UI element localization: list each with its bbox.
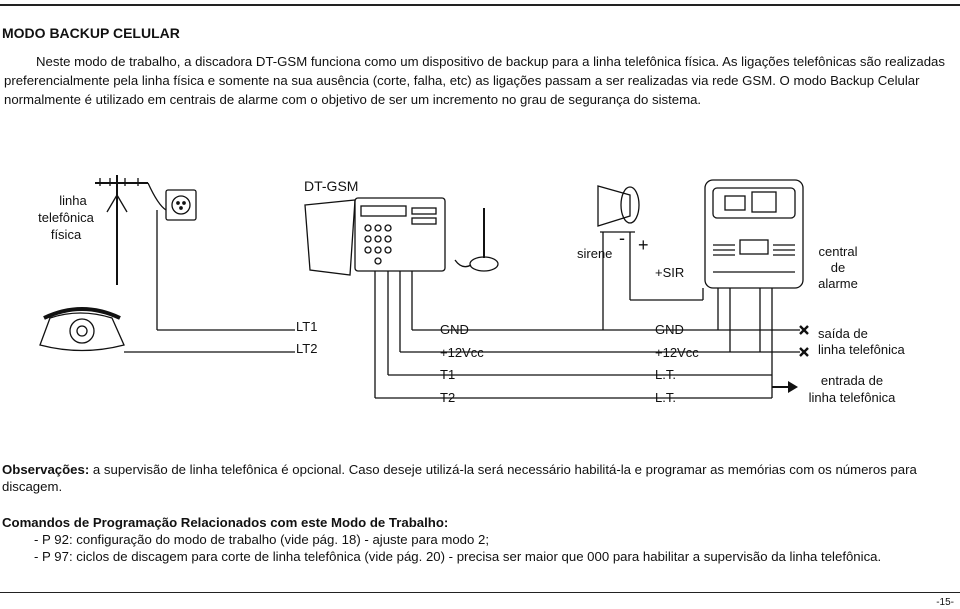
- telephone-pole-icon: [95, 175, 167, 285]
- label-telefonica: telefônica: [38, 210, 94, 225]
- label-lt2: LT2: [296, 341, 317, 356]
- cut-marks: [799, 325, 809, 357]
- antenna-icon: [454, 208, 499, 272]
- input-arrow-icon: [772, 381, 798, 393]
- label-gnd-central: GND: [655, 322, 684, 337]
- label-12v-central: +12Vcc: [655, 345, 699, 360]
- bottom-rule: [0, 592, 960, 593]
- label-t2: T2: [440, 390, 455, 405]
- label-linha: linha: [59, 193, 87, 208]
- wiring-diagram: linha telefônica física DT-GSM sirene - …: [38, 175, 905, 405]
- label-sir: +SIR: [655, 265, 684, 280]
- label-dtgsm: DT-GSM: [304, 178, 358, 194]
- alarm-panel-icon: [704, 179, 804, 289]
- label-lt1: LT1: [296, 319, 317, 334]
- label-12v-dtgsm: +12Vcc: [440, 345, 484, 360]
- label-plus: +: [638, 235, 649, 255]
- label-de: de: [831, 260, 845, 275]
- label-sirene: sirene: [577, 246, 612, 261]
- label-entrada: entrada de: [821, 373, 883, 388]
- label-central: central: [818, 244, 857, 259]
- telephone-icon: [39, 307, 125, 352]
- observations-label: Observações:: [2, 462, 90, 477]
- label-t1: T1: [440, 367, 455, 382]
- commands-title: Comandos de Programação Relacionados com…: [2, 515, 449, 530]
- label-minus: -: [619, 228, 625, 248]
- command-item: - P 92: configuração do modo de trabalho…: [34, 532, 490, 547]
- intro-paragraph: Neste modo de trabalho, a discadora DT-G…: [4, 54, 945, 107]
- label-gnd-dtgsm: GND: [440, 322, 469, 337]
- top-rule: [0, 4, 960, 6]
- label-alarme: alarme: [818, 276, 858, 291]
- label-lt-a: L.T.: [655, 367, 676, 382]
- siren-icon: [597, 185, 640, 233]
- section-heading: MODO BACKUP CELULAR: [2, 25, 180, 41]
- label-saida: saída de: [818, 326, 868, 341]
- label-entrada-linha: linha telefônica: [809, 390, 896, 405]
- label-fisica: física: [51, 227, 82, 242]
- wall-socket-icon: [165, 189, 197, 221]
- page-number: -15-: [936, 597, 954, 608]
- observations-paragraph: Observações: a supervisão de linha telef…: [2, 461, 958, 495]
- label-saida-linha: linha telefônica: [818, 342, 905, 357]
- command-item: - P 97: ciclos de discagem para corte de…: [34, 549, 882, 564]
- dtgsm-device-icon: [304, 197, 446, 276]
- observations-text: a supervisão de linha telefônica é opcio…: [2, 462, 917, 494]
- label-lt-b: L.T.: [655, 390, 676, 405]
